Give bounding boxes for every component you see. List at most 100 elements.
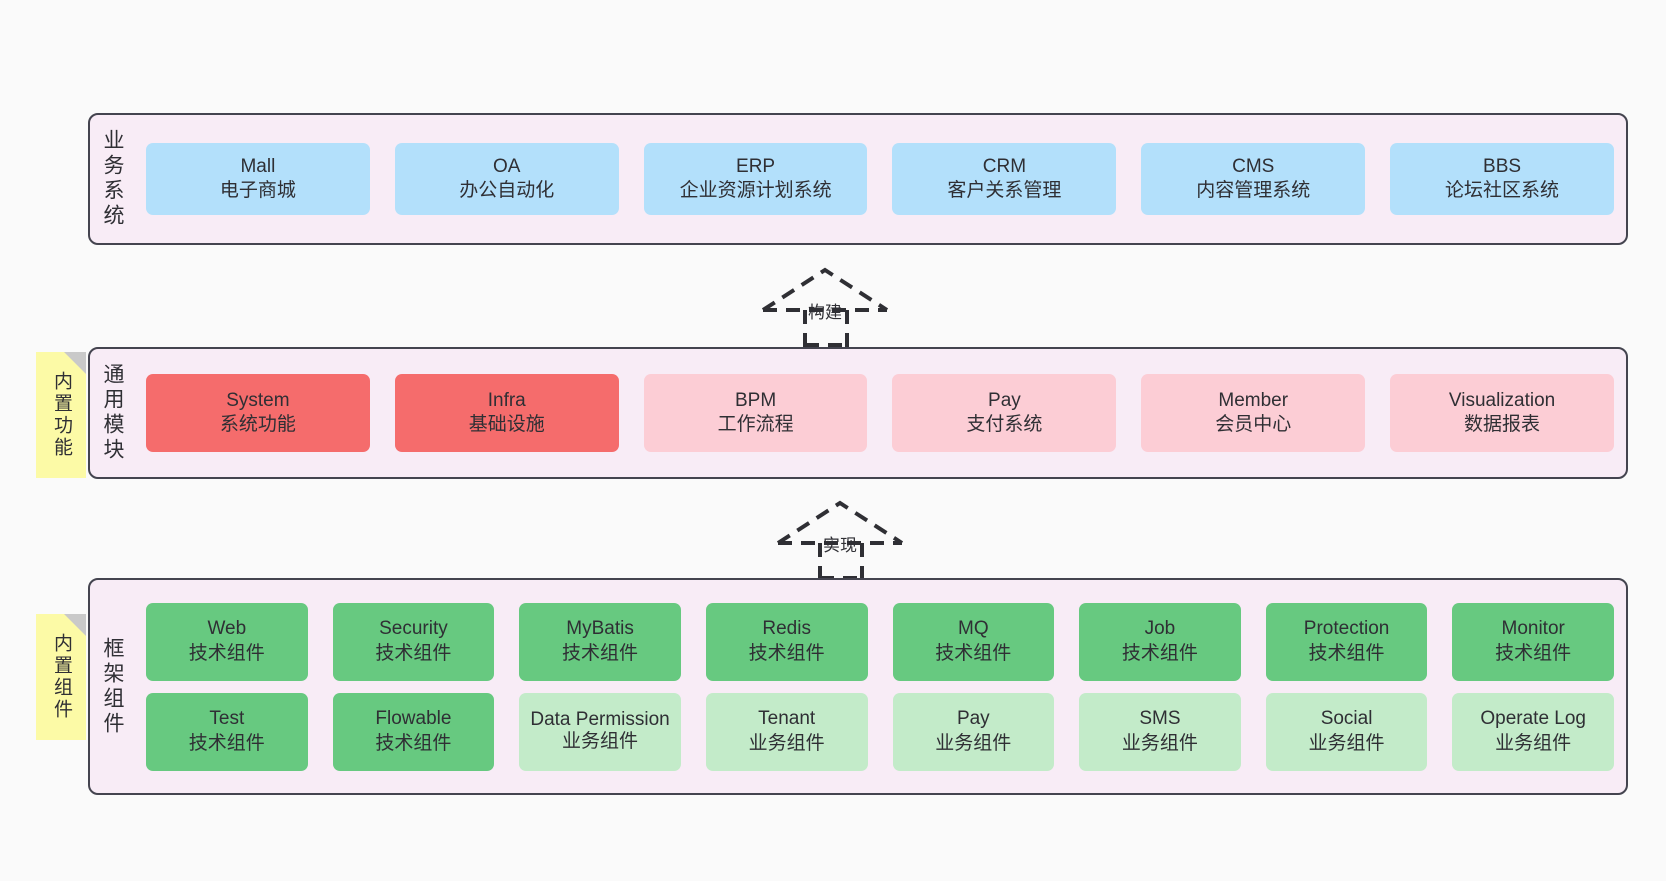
box-operate-log[interactable]: Operate Log 业务组件	[1452, 692, 1614, 771]
box-title-en: CRM	[982, 155, 1027, 177]
box-test[interactable]: Test 技术组件	[146, 692, 308, 771]
box-title-cn: 电子商城	[219, 180, 296, 201]
box-title-cn: 技术组件	[1308, 642, 1385, 664]
box-title-cn: 业务组件	[748, 732, 825, 754]
layer-body-framework-component: Web 技术组件 Security 技术组件 MyBatis 技术组件 Redi…	[134, 580, 1626, 793]
layer-title-text: 通用模块	[101, 363, 125, 463]
note-fold-corner-icon	[64, 614, 86, 636]
box-title-cn: 办公自动化	[459, 180, 555, 201]
box-title-cn: 客户关系管理	[947, 180, 1062, 201]
box-title-en: Web	[207, 618, 247, 640]
box-infra[interactable]: Infra 基础设施	[394, 374, 619, 452]
box-web[interactable]: Web 技术组件	[146, 602, 308, 681]
layer-row: Web 技术组件 Security 技术组件 MyBatis 技术组件 Redi…	[146, 602, 1614, 681]
box-protection[interactable]: Protection 技术组件	[1265, 602, 1428, 681]
arrow-build: 构建	[755, 262, 905, 347]
note-text: 内置组件	[50, 633, 72, 721]
box-title-en: Pay	[956, 708, 990, 730]
box-title-en: OA	[493, 155, 521, 177]
box-oa[interactable]: OA 办公自动化	[394, 143, 619, 215]
box-system[interactable]: System 系统功能	[146, 374, 370, 452]
box-data-permission[interactable]: Data Permission 业务组件	[519, 692, 681, 771]
box-crm[interactable]: CRM 客户关系管理	[892, 143, 1117, 215]
box-title-en: SMS	[1139, 708, 1181, 730]
box-sms[interactable]: SMS 业务组件	[1079, 692, 1241, 771]
box-title-en: Security	[379, 618, 448, 640]
box-title-en: System	[226, 389, 290, 411]
box-title-cn: 技术组件	[1121, 642, 1198, 664]
box-visualization[interactable]: Visualization 数据报表	[1390, 374, 1614, 452]
arrow-implement-label: 实现	[823, 536, 857, 555]
box-title-cn: 系统功能	[219, 414, 296, 435]
box-title-en: Social	[1320, 708, 1373, 730]
arrow-implement: 实现	[770, 495, 920, 580]
box-title-cn: 技术组件	[935, 642, 1012, 664]
layer-row: Test 技术组件 Flowable 技术组件 Data Permission …	[146, 692, 1614, 771]
box-title-cn: 技术组件	[562, 642, 639, 664]
layer-title-text: 框架组件	[101, 636, 125, 737]
box-mall[interactable]: Mall 电子商城	[146, 143, 370, 215]
box-title-cn: 基础设施	[468, 414, 545, 435]
box-member[interactable]: Member 会员中心	[1141, 374, 1366, 452]
box-title-en: Operate Log	[1480, 708, 1586, 730]
box-security[interactable]: Security 技术组件	[332, 602, 495, 681]
box-title-en: Flowable	[375, 708, 452, 730]
box-title-cn: 业务组件	[562, 730, 639, 752]
box-title-en: Pay	[988, 389, 1021, 411]
box-mybatis[interactable]: MyBatis 技术组件	[519, 602, 681, 681]
box-title-en: Visualization	[1448, 389, 1556, 411]
box-title-cn: 论坛社区系统	[1445, 180, 1560, 201]
box-flowable[interactable]: Flowable 技术组件	[332, 692, 495, 771]
box-title-cn: 技术组件	[375, 732, 452, 754]
box-title-cn: 技术组件	[188, 732, 265, 754]
arrow-build-glyph	[761, 267, 889, 347]
note-builtin-components: 内置组件	[36, 614, 86, 740]
box-title-en: MyBatis	[566, 618, 634, 640]
box-erp[interactable]: ERP 企业资源计划系统	[643, 143, 868, 215]
box-title-cn: 支付系统	[966, 414, 1043, 435]
box-title-cn: 业务组件	[1121, 732, 1198, 754]
box-title-en: BBS	[1483, 155, 1522, 177]
box-mq[interactable]: MQ 技术组件	[892, 602, 1055, 681]
box-bpm[interactable]: BPM 工作流程	[643, 374, 868, 452]
layer-title-text: 业务系统	[101, 129, 125, 229]
box-title-en: Test	[209, 708, 245, 730]
box-job[interactable]: Job 技术组件	[1079, 602, 1241, 681]
box-pay-component[interactable]: Pay 业务组件	[892, 692, 1055, 771]
box-title-cn: 技术组件	[748, 642, 825, 664]
layer-title-framework-component: 框架组件	[90, 580, 134, 793]
box-title-cn: 工作流程	[717, 414, 794, 435]
box-social[interactable]: Social 业务组件	[1265, 692, 1428, 771]
layer-row: Mall 电子商城 OA 办公自动化 ERP 企业资源计划系统 CRM 客户关系…	[146, 143, 1614, 215]
box-redis[interactable]: Redis 技术组件	[705, 602, 868, 681]
box-title-en: Tenant	[758, 708, 816, 730]
box-monitor[interactable]: Monitor 技术组件	[1452, 602, 1614, 681]
box-title-cn: 技术组件	[375, 642, 452, 664]
layer-framework-component: 框架组件 Web 技术组件 Security 技术组件 MyBatis 技术组件…	[88, 578, 1628, 795]
box-title-cn: 技术组件	[188, 642, 265, 664]
box-title-cn: 会员中心	[1215, 414, 1292, 435]
layer-business-system: 业务系统 Mall 电子商城 OA 办公自动化 ERP 企业资源计划系统 CRM	[88, 113, 1628, 245]
box-title-en: MQ	[958, 618, 989, 640]
box-title-cn: 业务组件	[1308, 732, 1385, 754]
box-tenant[interactable]: Tenant 业务组件	[705, 692, 868, 771]
box-bbs[interactable]: BBS 论坛社区系统	[1390, 143, 1614, 215]
layer-title-common-module: 通用模块	[90, 349, 134, 477]
box-title-en: Protection	[1303, 618, 1390, 640]
box-title-en: BPM	[734, 389, 777, 411]
box-title-en: Infra	[487, 389, 526, 411]
layer-row: System 系统功能 Infra 基础设施 BPM 工作流程 Pay 支付系统…	[146, 374, 1614, 452]
box-title-en: ERP	[736, 155, 776, 177]
box-title-en: Redis	[762, 618, 811, 640]
note-builtin-features: 内置功能	[36, 352, 86, 478]
box-title-cn: 数据报表	[1464, 414, 1541, 435]
box-title-en: CMS	[1232, 155, 1275, 177]
box-title-cn: 企业资源计划系统	[679, 180, 832, 201]
box-title-en: Job	[1144, 618, 1176, 640]
box-title-cn: 技术组件	[1495, 642, 1572, 664]
note-text: 内置功能	[50, 371, 72, 459]
box-pay-module[interactable]: Pay 支付系统	[892, 374, 1117, 452]
box-cms[interactable]: CMS 内容管理系统	[1141, 143, 1366, 215]
arrow-build-label: 构建	[808, 303, 842, 322]
